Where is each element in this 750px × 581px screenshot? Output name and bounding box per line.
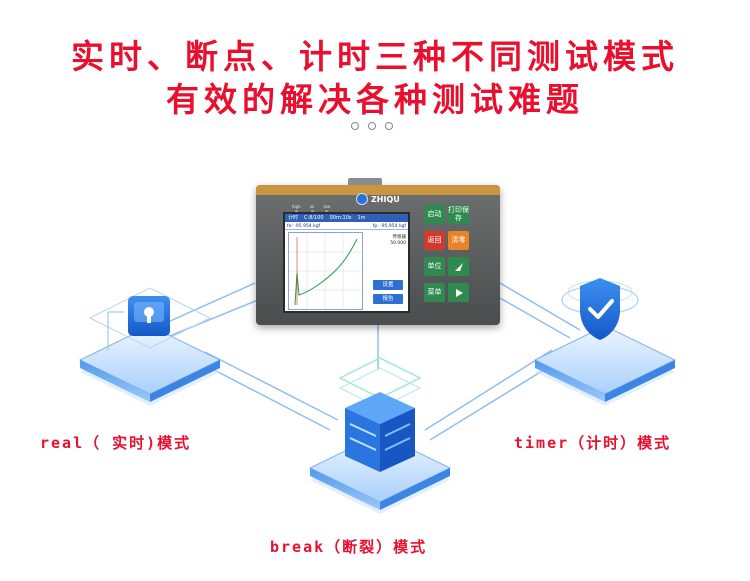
real-mode-label: real（ 实时)模式 xyxy=(40,434,192,452)
carousel-dot[interactable] xyxy=(368,122,376,130)
server-stack-icon xyxy=(345,392,415,472)
print-save-key[interactable]: 打印保存 xyxy=(448,205,469,224)
status-leds: high ok low xyxy=(292,204,330,213)
led-low-icon xyxy=(325,210,329,213)
led-ok-icon xyxy=(310,210,314,213)
report-button[interactable]: 报告 xyxy=(373,294,403,304)
led-label-low: low xyxy=(323,204,331,209)
flowchart-node-icon xyxy=(107,296,170,350)
up-arrow-key[interactable] xyxy=(448,257,469,276)
screen-status-bar: 计时 C:8/100 00m:10s 1m xyxy=(285,214,408,222)
device-screen: 计时 C:8/100 00m:10s 1m fe: -95.954 kgf fp… xyxy=(283,212,410,313)
arrow-up-icon xyxy=(454,262,463,271)
headline-line-1: 实时、断点、计时三种不同测试模式 xyxy=(71,37,679,76)
led-label-high: high xyxy=(292,204,301,209)
arrow-right-icon xyxy=(455,288,463,297)
zero-key[interactable]: 清零 xyxy=(448,231,469,250)
screen-count: C:8/100 xyxy=(304,215,324,221)
headline-line-2: 有效的解决各种测试难题 xyxy=(166,80,584,119)
brand-logo: ZHIQU xyxy=(356,193,400,205)
settings-button[interactable]: 设置 xyxy=(373,280,403,290)
logo-text: ZHIQU xyxy=(371,194,400,204)
led-high-icon xyxy=(294,210,298,213)
unit-key[interactable]: 单位 xyxy=(424,257,445,276)
screen-interval: 1m xyxy=(357,215,366,221)
force-gauge-device: ZHIQU high ok low 计时 C:8/100 00m:10s 1m … xyxy=(256,178,500,325)
device-connector xyxy=(348,178,382,187)
screen-mode: 计时 xyxy=(288,215,299,221)
real-mode-platform xyxy=(78,287,222,406)
start-key[interactable]: 启动 xyxy=(424,205,445,224)
menu-key[interactable]: 菜单 xyxy=(424,283,445,302)
carousel-dots xyxy=(351,122,393,130)
screen-timer: 00m:10s xyxy=(329,215,352,221)
carousel-dot[interactable] xyxy=(385,122,393,130)
break-mode-label: break（断裂）模式 xyxy=(270,538,428,556)
timer-mode-label: timer（计时）模式 xyxy=(514,434,672,452)
reading-fp: fp: -95.954 kgf xyxy=(372,224,406,229)
sensor-label: 传感器 xyxy=(392,235,407,240)
device-top-rail xyxy=(256,185,500,195)
shield-check-icon xyxy=(580,278,620,340)
carousel-dot[interactable] xyxy=(351,122,359,130)
timer-mode-platform xyxy=(533,280,677,406)
sensor-value: 50.000 xyxy=(390,241,406,246)
logo-icon xyxy=(356,193,368,205)
screen-curve-plot xyxy=(288,232,363,310)
led-label-ok: ok xyxy=(309,204,315,209)
screen-readings: fe: -95.954 kgf fp: -95.954 kgf xyxy=(285,223,408,230)
reading-fe: fe: -95.954 kgf xyxy=(287,224,321,229)
right-arrow-key[interactable] xyxy=(448,283,469,302)
back-key[interactable]: 返回 xyxy=(424,231,445,250)
sensor-info: 传感器 50.000 xyxy=(369,235,406,247)
